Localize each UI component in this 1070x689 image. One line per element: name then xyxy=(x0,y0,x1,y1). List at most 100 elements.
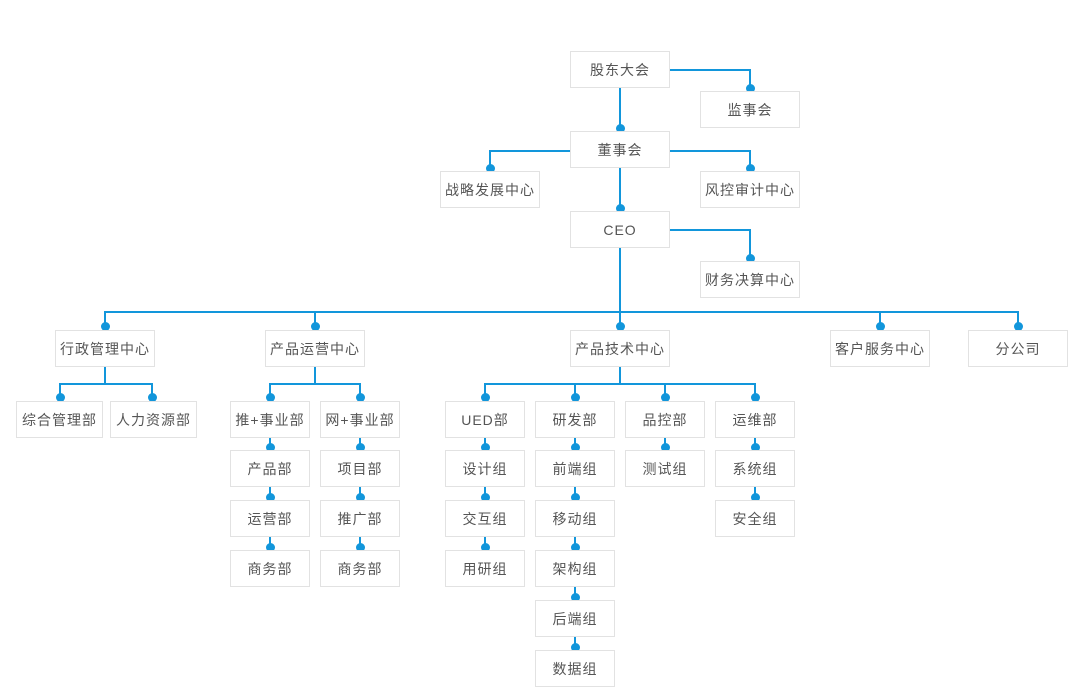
connector-line-v xyxy=(749,229,751,258)
org-node-label: 战略发展中心 xyxy=(445,181,535,198)
connector-line-v xyxy=(619,248,621,311)
connector-line-v xyxy=(269,487,271,497)
org-node-strategy-development-center: 战略发展中心 xyxy=(440,171,540,208)
connector-line-v xyxy=(151,383,153,398)
org-node-label: 系统组 xyxy=(732,460,778,477)
connector-line-v xyxy=(269,383,271,398)
connector-line-v xyxy=(359,438,361,447)
org-node-label: 产品技术中心 xyxy=(575,340,665,357)
connector-dot xyxy=(481,543,490,552)
connector-line-v xyxy=(749,150,751,168)
connector-line-v xyxy=(314,311,316,326)
org-node-label: 架构组 xyxy=(552,560,598,577)
connector-line-h xyxy=(670,229,750,231)
connector-line-v xyxy=(574,438,576,447)
connector-dot xyxy=(101,322,110,331)
connector-dot xyxy=(356,393,365,402)
connector-dot xyxy=(571,393,580,402)
org-node-risk-audit-center: 风控审计中心 xyxy=(700,171,800,208)
connector-line-v xyxy=(484,383,486,398)
org-node-mobile-group: 移动组 xyxy=(535,500,615,537)
connector-dot xyxy=(356,543,365,552)
org-node-architecture-group: 架构组 xyxy=(535,550,615,587)
org-node-ued-dept: UED部 xyxy=(445,401,525,438)
connector-line-v xyxy=(574,537,576,547)
connector-line-v xyxy=(1017,311,1019,326)
org-node-label: 移动组 xyxy=(552,510,598,527)
org-node-label: 网+事业部 xyxy=(325,411,395,428)
org-node-frontend-group: 前端组 xyxy=(535,450,615,487)
org-node-label: 后端组 xyxy=(552,610,598,627)
org-node-business-dept-1: 商务部 xyxy=(230,550,310,587)
connector-dot xyxy=(56,393,65,402)
connector-line-v xyxy=(359,537,361,547)
connector-dot xyxy=(571,643,580,652)
connector-dot xyxy=(571,543,580,552)
connector-dot xyxy=(311,322,320,331)
org-node-label: CEO xyxy=(603,221,637,238)
connector-dot xyxy=(616,322,625,331)
connector-line-v xyxy=(664,383,666,398)
org-node-label: 分公司 xyxy=(995,340,1041,357)
connector-line-v xyxy=(484,537,486,547)
connector-dot xyxy=(616,124,625,133)
connector-dot xyxy=(616,204,625,213)
org-node-label: 数据组 xyxy=(552,660,598,677)
org-node-label: 产品运营中心 xyxy=(270,340,360,357)
connector-line-v xyxy=(359,383,361,398)
org-node-board-of-directors: 董事会 xyxy=(570,131,670,168)
org-node-backend-group: 后端组 xyxy=(535,600,615,637)
connector-line-v xyxy=(619,168,621,208)
connector-line-h xyxy=(270,383,360,385)
org-node-admin-management-center: 行政管理中心 xyxy=(55,330,155,367)
connector-line-v xyxy=(574,587,576,597)
connector-line-v xyxy=(754,487,756,497)
connector-line-v xyxy=(489,150,491,168)
org-node-business-dept-2: 商务部 xyxy=(320,550,400,587)
org-node-tui-business-dept: 推+事业部 xyxy=(230,401,310,438)
org-node-finance-settlement-center: 财务决算中心 xyxy=(700,261,800,298)
org-node-label: 风控审计中心 xyxy=(705,181,795,198)
org-node-label: 测试组 xyxy=(642,460,688,477)
org-node-product-operations-center: 产品运营中心 xyxy=(265,330,365,367)
org-node-product-technology-center: 产品技术中心 xyxy=(570,330,670,367)
org-node-label: 推广部 xyxy=(337,510,383,527)
org-node-branch-company: 分公司 xyxy=(968,330,1068,367)
connector-dot xyxy=(486,164,495,173)
connector-line-h xyxy=(485,383,755,385)
org-node-label: 商务部 xyxy=(247,560,293,577)
org-node-label: 客户服务中心 xyxy=(835,340,925,357)
org-node-label: 人力资源部 xyxy=(116,411,191,428)
org-node-label: 项目部 xyxy=(337,460,383,477)
connector-dot xyxy=(266,493,275,502)
org-node-label: UED部 xyxy=(461,411,509,428)
org-node-design-group: 设计组 xyxy=(445,450,525,487)
org-node-shareholders-meeting: 股东大会 xyxy=(570,51,670,88)
connector-dot xyxy=(746,164,755,173)
connector-line-v xyxy=(574,383,576,398)
org-node-label: 财务决算中心 xyxy=(705,271,795,288)
connector-dot xyxy=(751,493,760,502)
org-node-testing-group: 测试组 xyxy=(625,450,705,487)
connector-line-v xyxy=(574,637,576,647)
connector-line-v xyxy=(749,69,751,88)
org-node-operations-maintenance-dept: 运维部 xyxy=(715,401,795,438)
connector-dot xyxy=(746,254,755,263)
connector-line-v xyxy=(314,367,316,383)
connector-dot xyxy=(266,393,275,402)
connector-line-v xyxy=(484,438,486,447)
connector-dot xyxy=(661,393,670,402)
connector-line-v xyxy=(574,487,576,497)
connector-line-h xyxy=(105,311,1018,313)
connector-line-v xyxy=(754,438,756,447)
connector-dot xyxy=(661,443,670,452)
org-node-label: 行政管理中心 xyxy=(60,340,150,357)
org-node-user-research-group: 用研组 xyxy=(445,550,525,587)
connector-line-v xyxy=(619,367,621,383)
connector-line-v xyxy=(269,537,271,547)
org-node-promotion-dept: 推广部 xyxy=(320,500,400,537)
connector-line-v xyxy=(269,438,271,447)
connector-line-v xyxy=(104,367,106,383)
org-node-wang-business-dept: 网+事业部 xyxy=(320,401,400,438)
connector-dot xyxy=(746,84,755,93)
